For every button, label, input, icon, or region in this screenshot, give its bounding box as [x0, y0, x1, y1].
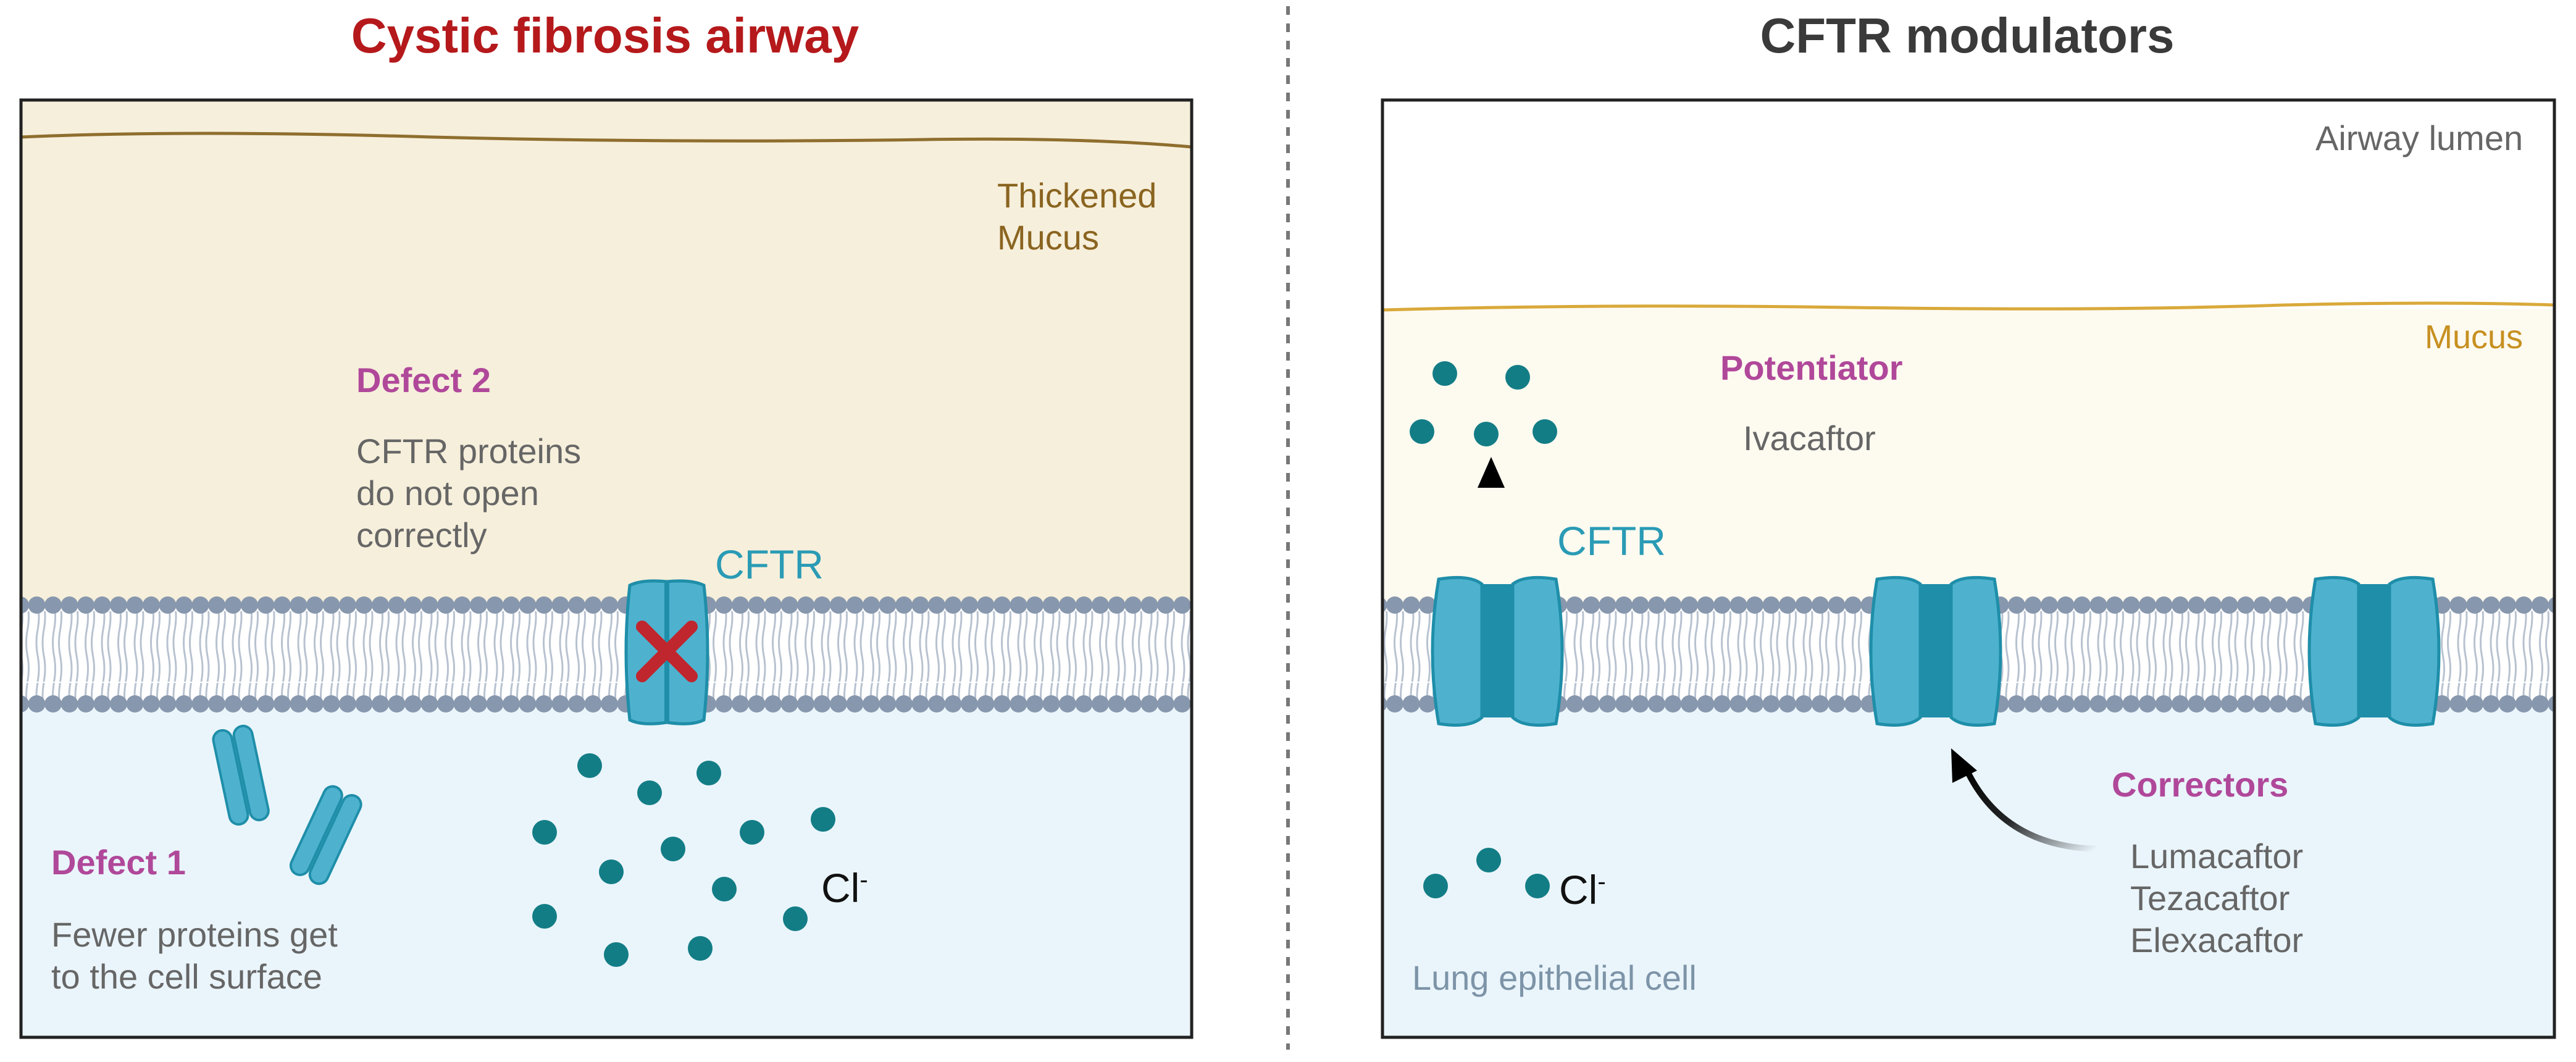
defect2-line3: correctly: [356, 516, 487, 554]
left-panel-frame: [19, 98, 1194, 1039]
right-mucus-region: [1382, 309, 2554, 608]
misfolded-protein-1: [212, 724, 270, 826]
chloride-ion: [1476, 848, 1501, 872]
left-chloride-charge: -: [859, 866, 868, 893]
chloride-ion: [1533, 419, 1557, 444]
right-panel-art: [1381, 98, 2556, 1039]
right-chloride-symbol: Cl: [1559, 867, 1598, 913]
right-panel-frame: [1381, 98, 2556, 1039]
chloride-ion: [688, 936, 713, 961]
left-panel-art: [19, 98, 1194, 1039]
chloride-ion: [712, 877, 737, 901]
chloride-ion: [1525, 874, 1550, 898]
left-membrane-heads-top: [21, 596, 1192, 621]
defect2-heading: Defect 2: [356, 361, 491, 399]
defect2-line1: CFTR proteins: [356, 432, 582, 470]
left-chloride-ions: [532, 753, 835, 967]
defect2-line2: do not open: [356, 474, 539, 512]
chloride-ion: [740, 820, 764, 845]
chloride-ion: [532, 904, 557, 929]
corrector-arrow: [1962, 764, 2097, 852]
right-panel-title: CFTR modulators: [1760, 8, 2175, 63]
right-chloride-ions-lumen: [1410, 361, 1557, 446]
defect1-description: Fewer proteins get to the cell surface: [51, 914, 338, 998]
right-cftr-label: CFTR: [1557, 518, 1666, 564]
corrector-drug-1: Lumacaftor: [2130, 837, 2304, 876]
right-chloride-label: Cl-: [1559, 866, 1606, 913]
chloride-ion: [532, 820, 557, 845]
chloride-ion: [1432, 361, 1457, 386]
potentiator-drug: Ivacaftor: [1743, 419, 1876, 458]
left-mucus-surface: [20, 132, 1192, 149]
left-chloride-label: Cl-: [821, 864, 868, 911]
thickened-mucus-label: Thickened Mucus: [997, 175, 1156, 259]
left-chloride-symbol: Cl: [821, 865, 860, 911]
defect1-heading: Defect 1: [51, 843, 186, 882]
right-lumen-region: [1382, 100, 2554, 309]
corrector-drug-3: Elexacaftor: [2130, 921, 2304, 960]
chloride-ion: [637, 780, 662, 805]
left-membrane-heads-bottom: [21, 694, 1192, 719]
right-chloride-ions-cell: [1423, 848, 1550, 898]
chloride-ion: [1505, 365, 1530, 390]
chloride-ion: [811, 807, 835, 832]
misfolded-protein-2: [289, 785, 362, 885]
chloride-ion: [1423, 874, 1448, 898]
defect1-line1: Fewer proteins get: [51, 915, 338, 954]
lung-epithelial-cell-label: Lung epithelial cell: [1412, 958, 1697, 997]
airway-lumen-label: Airway lumen: [2315, 119, 2524, 157]
chloride-ion: [1410, 419, 1434, 444]
right-chloride-charge: -: [1597, 868, 1606, 895]
chloride-ion: [599, 859, 624, 884]
chloride-transport-arrowhead: [1478, 457, 1505, 488]
thickened-mucus-line2: Mucus: [997, 218, 1099, 257]
cftr-open-channel-3: [2307, 575, 2441, 727]
correctors-heading: Correctors: [2112, 765, 2289, 804]
chloride-ion: [1474, 422, 1499, 446]
left-cftr-label: CFTR: [715, 541, 824, 587]
cftr-open-channel-2: [1869, 575, 2002, 727]
chloride-ion: [696, 761, 721, 785]
potentiator-heading: Potentiator: [1720, 348, 1903, 387]
right-mucus-label: Mucus: [2425, 319, 2524, 356]
left-membrane-tails: [21, 611, 1192, 704]
chloride-ion: [577, 753, 602, 778]
thickened-mucus-line1: Thickened: [997, 176, 1157, 215]
chloride-ion: [783, 906, 808, 931]
right-cytoplasm-region: [1382, 704, 2554, 1037]
defect1-line2: to the cell surface: [51, 957, 322, 996]
cftr-open-channel-1: [1431, 575, 1564, 727]
left-panel-title: Cystic fibrosis airway: [351, 8, 859, 63]
blocked-x-icon: [636, 621, 698, 682]
corrector-arrowhead: [1951, 748, 1977, 783]
left-mucus-region: [21, 100, 1192, 608]
corrector-drug-2: Tezacaftor: [2130, 879, 2290, 918]
defect2-description: CFTR proteins do not open correctly: [356, 430, 581, 556]
right-mucus-surface: [1382, 301, 2555, 312]
chloride-ion: [604, 942, 629, 967]
corrector-drug-list: Lumacaftor Tezacaftor Elexacaftor: [2130, 835, 2303, 961]
chloride-ion: [661, 837, 685, 861]
